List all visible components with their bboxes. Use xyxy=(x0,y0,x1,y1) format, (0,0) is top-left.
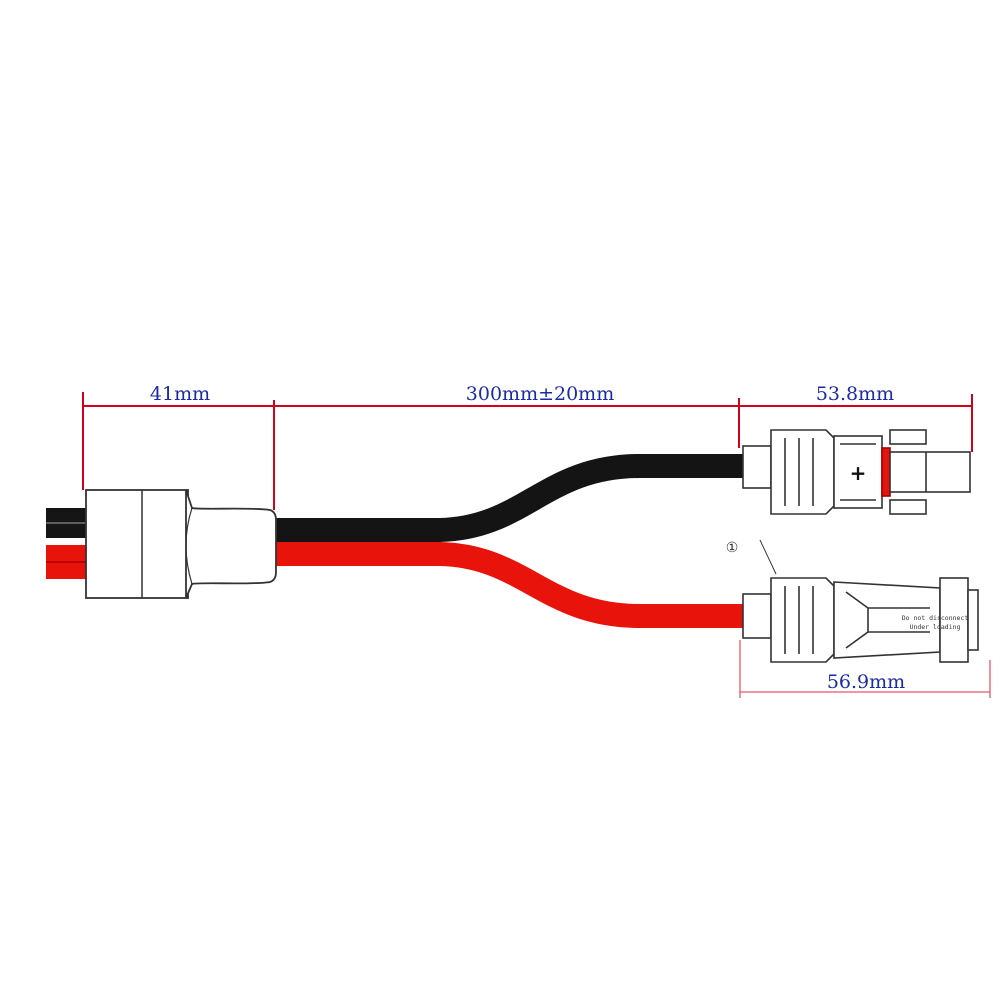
dimension-lines-bottom xyxy=(739,640,991,698)
dim-label-male-connector: 53.8mm xyxy=(816,383,894,405)
plug-boot xyxy=(185,489,277,599)
callout-label: ① xyxy=(726,540,739,556)
black-cable xyxy=(268,454,745,542)
male-connector-collar xyxy=(742,445,772,489)
male-connector-latch xyxy=(889,429,927,445)
male-connector-nut xyxy=(770,429,835,515)
male-connector-symbol: + xyxy=(850,461,867,485)
female-connector-nut xyxy=(770,577,835,663)
female-connector xyxy=(742,577,979,663)
male-connector xyxy=(742,429,971,515)
plug-connector xyxy=(46,489,277,599)
female-warning-line2: Under loading xyxy=(910,623,961,631)
dim-label-female-connector: 56.9mm xyxy=(827,671,905,693)
female-connector-tip xyxy=(967,589,979,651)
dimension-lines-top xyxy=(82,392,973,510)
red-cable xyxy=(268,542,745,628)
seal-ring xyxy=(881,447,891,497)
female-warning-line1: Do not disconnect xyxy=(902,614,969,622)
plug-body xyxy=(85,489,189,599)
female-connector-collar xyxy=(742,593,772,639)
male-connector-pin xyxy=(889,451,971,493)
female-connector-groove xyxy=(845,591,869,649)
dim-label-cable: 300mm±20mm xyxy=(466,383,614,405)
callout-leader xyxy=(759,539,777,575)
plug-boot-contour xyxy=(185,507,193,585)
male-connector-body xyxy=(833,435,883,509)
dim-label-plug: 41mm xyxy=(150,383,210,405)
female-connector-latch xyxy=(939,577,969,663)
cables xyxy=(268,454,745,628)
male-connector-latch xyxy=(889,499,927,515)
